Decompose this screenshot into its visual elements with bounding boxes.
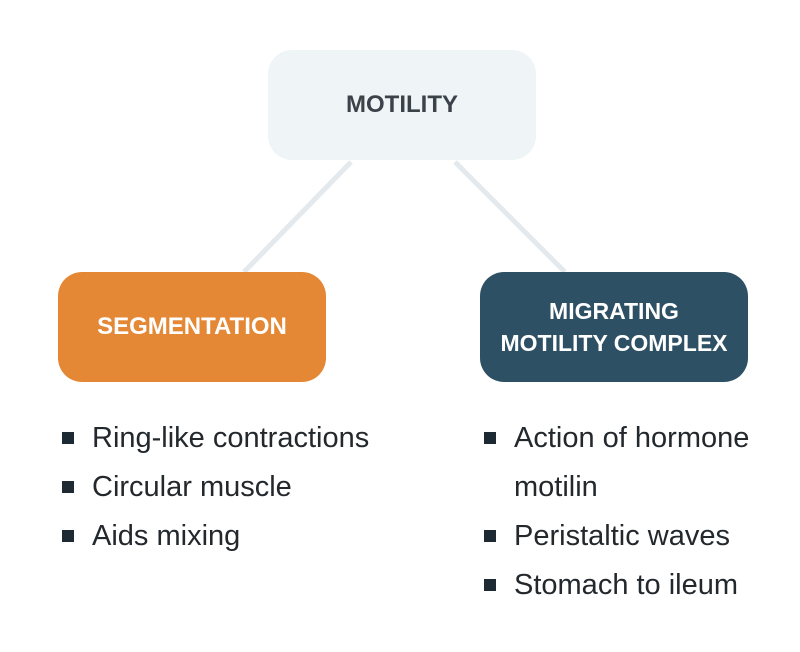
- connector-right: [453, 160, 567, 274]
- branch-node-segmentation: SEGMENTATION: [58, 272, 326, 382]
- square-bullet-icon: [62, 530, 74, 542]
- mmc-bullet-list: Action of hormone motilin Peristaltic wa…: [482, 414, 792, 610]
- list-item-text: Aids mixing: [92, 520, 241, 552]
- list-item: Circular muscle: [60, 463, 390, 512]
- root-node-label: MOTILITY: [346, 91, 458, 118]
- square-bullet-icon: [484, 579, 496, 591]
- connector-left: [242, 160, 353, 274]
- square-bullet-icon: [62, 432, 74, 444]
- branch-node-migrating-motility-complex: MIGRATING MOTILITY COMPLEX: [480, 272, 748, 382]
- list-item-text: Peristaltic waves: [514, 520, 730, 552]
- branch-node-label-line-1: MIGRATING: [549, 298, 679, 324]
- list-item-text: Ring-like contractions: [92, 422, 370, 454]
- root-node-motility: MOTILITY: [268, 50, 536, 160]
- branch-node-label-line-2: MOTILITY COMPLEX: [500, 330, 728, 356]
- list-item: Aids mixing: [60, 512, 390, 561]
- square-bullet-icon: [484, 432, 496, 444]
- list-item: Ring-like contractions: [60, 414, 390, 463]
- branch-node-label: SEGMENTATION: [97, 313, 287, 340]
- segmentation-bullet-list: Ring-like contractions Circular muscle A…: [60, 414, 390, 561]
- list-item: Peristaltic waves: [482, 512, 792, 561]
- list-item: Stomach to ileum: [482, 561, 792, 610]
- list-item-text: Action of hormone motilin: [514, 422, 750, 503]
- square-bullet-icon: [62, 481, 74, 493]
- list-item-text: Circular muscle: [92, 471, 292, 503]
- square-bullet-icon: [484, 530, 496, 542]
- list-item: Action of hormone motilin: [482, 414, 792, 512]
- list-item-text: Stomach to ileum: [514, 569, 739, 601]
